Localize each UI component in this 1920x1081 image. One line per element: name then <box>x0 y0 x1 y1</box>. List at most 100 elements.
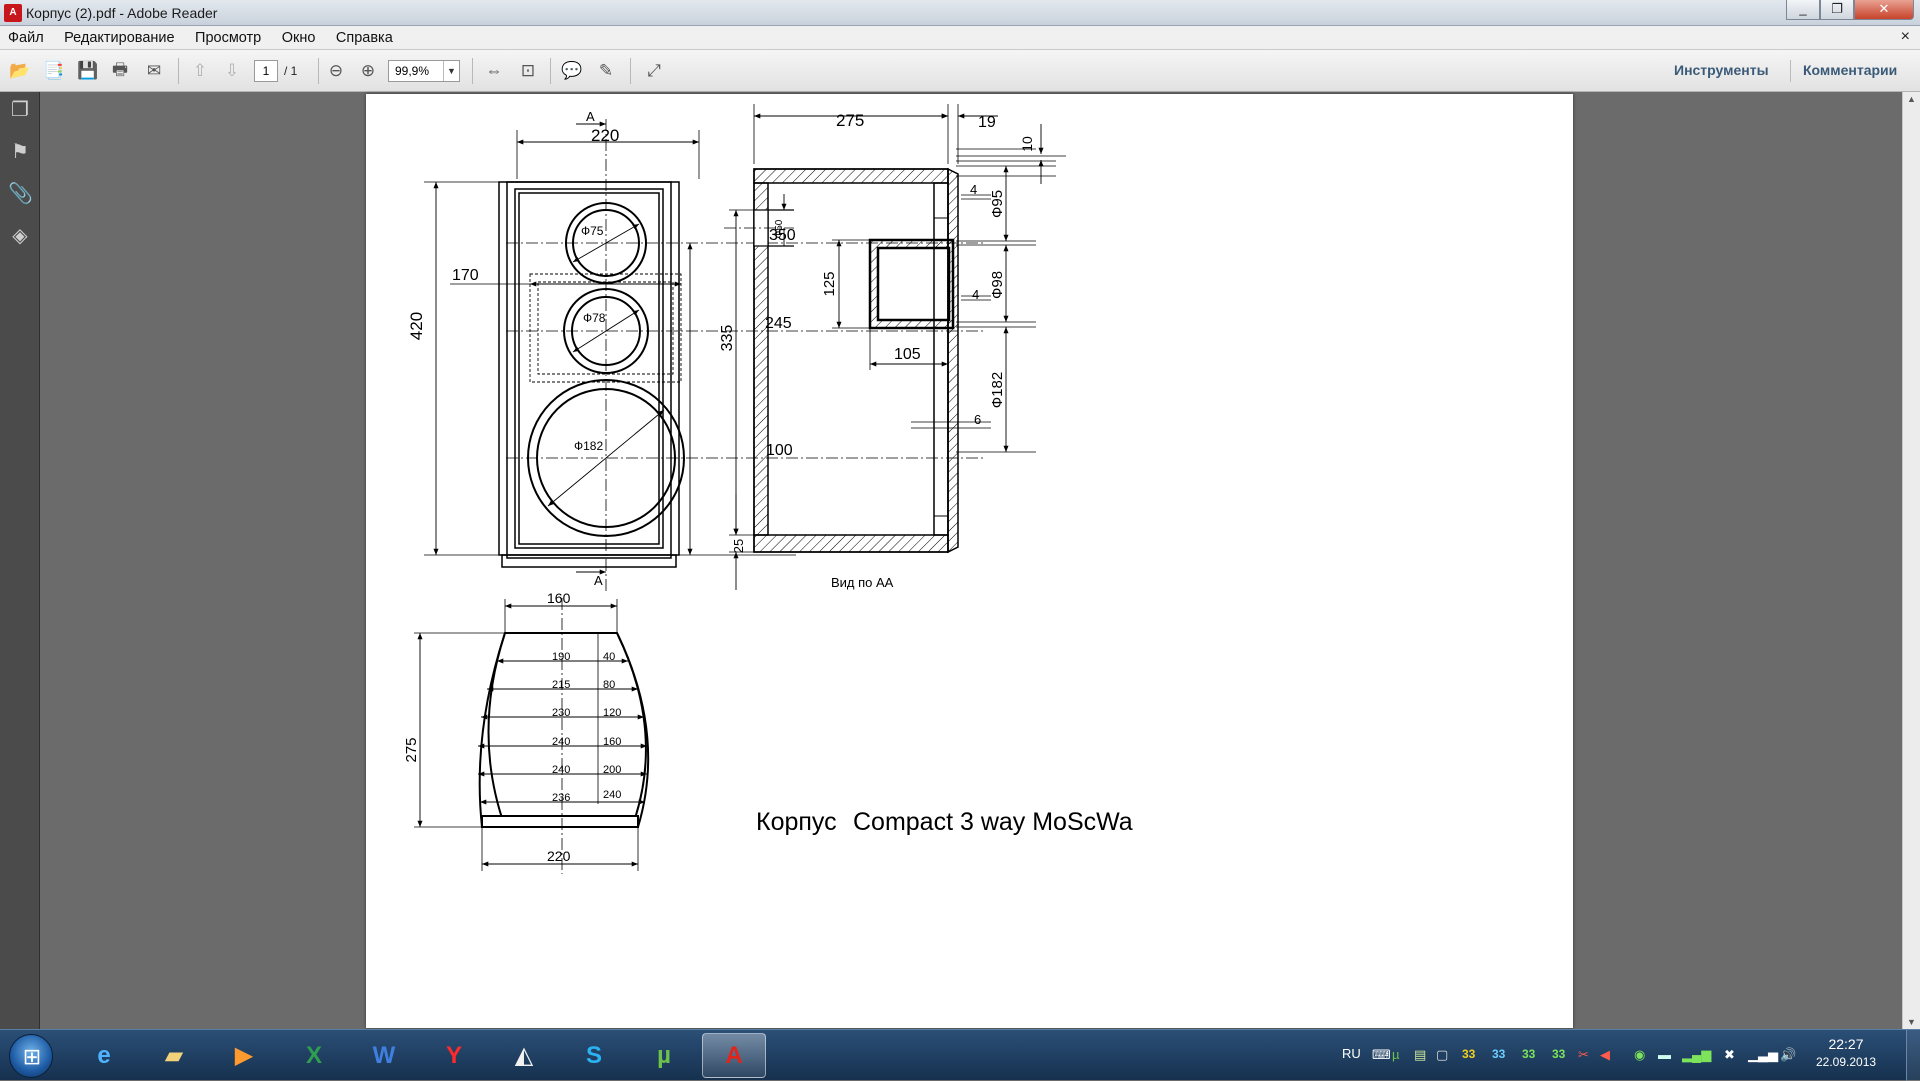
pdf-page: A 220 420 170 Ф75 Ф78 Ф182 350 245 100 A <box>366 94 1573 1028</box>
navigation-panel: ❐ ⚑ 📎 ◈ <box>0 92 40 1029</box>
front-thickness-label: 19 <box>978 114 996 131</box>
taskbar: ⊞ e ▰ ▶ X W Y ◭ S µ A RU ⌨ µ ▤ ▢ 33 33 3… <box>0 1029 1920 1081</box>
adobe-reader-icon: A <box>4 4 22 22</box>
row-width-2: 215 <box>552 679 570 691</box>
chevron-down-icon[interactable]: ▼ <box>443 61 459 81</box>
mid-diameter-label: Ф78 <box>583 311 606 325</box>
comment-icon[interactable]: 💬 <box>561 61 583 80</box>
menu-edit[interactable]: Редактирование <box>64 30 175 46</box>
top-back-width-label: 220 <box>547 848 571 864</box>
windows-logo-icon: ⊞ <box>22 1044 42 1069</box>
close-button[interactable]: ✕ <box>1854 0 1914 20</box>
d95-label: Ф95 <box>989 190 1006 218</box>
tray-app-icon[interactable]: ▢ <box>1436 1047 1449 1062</box>
network-bars-icon[interactable]: ▁▃▅ <box>1748 1047 1778 1062</box>
full-screen-icon[interactable]: ⤢ <box>647 61 661 80</box>
skype-icon[interactable]: S <box>585 1041 602 1069</box>
woofer-height-label: 100 <box>766 442 793 459</box>
word-icon[interactable]: W <box>372 1041 396 1069</box>
tools-link[interactable]: Инструменты <box>1674 62 1769 78</box>
keyboard-icon[interactable]: ⌨ <box>1372 1047 1391 1062</box>
save-icon[interactable]: 💾 <box>77 61 99 80</box>
row-pos-4: 160 <box>603 736 621 748</box>
app-mask-icon[interactable]: ◭ <box>514 1042 534 1069</box>
row-pos-2: 80 <box>603 679 615 691</box>
front-height-label: 420 <box>407 312 426 340</box>
clock-time: 22:27 <box>1828 1036 1864 1052</box>
zoom-select[interactable]: 99,9%▼ <box>388 60 460 82</box>
tray-counter-1: 33 <box>1462 1047 1476 1061</box>
scroll-up-icon[interactable]: ▲ <box>1907 94 1916 104</box>
start-button[interactable]: ⊞ <box>9 1034 53 1078</box>
title-bar: A Корпус (2).pdf - Adobe Reader _ ❐ ✕ <box>0 0 1920 26</box>
fit-width-icon[interactable]: ⇔ <box>485 61 503 80</box>
row-width-5: 240 <box>552 764 570 776</box>
minimize-button[interactable]: _ <box>1786 0 1820 20</box>
top-offset-label: 10 <box>1019 136 1035 152</box>
window-title: Корпус (2).pdf - Adobe Reader <box>26 5 218 21</box>
document-close-icon[interactable]: × <box>1900 28 1910 45</box>
top-depth-label: 275 <box>403 737 420 762</box>
next-page-icon[interactable]: ⇩ <box>224 61 240 80</box>
menu-help[interactable]: Справка <box>335 30 393 46</box>
email-icon[interactable]: ✉ <box>146 61 162 80</box>
port-diameter-label: Ф50 <box>774 219 785 238</box>
show-desktop-button[interactable] <box>1906 1030 1920 1081</box>
language-indicator[interactable]: RU <box>1342 1046 1361 1061</box>
utorrent-icon[interactable]: µ <box>657 1041 671 1069</box>
excel-icon[interactable]: X <box>305 1041 322 1069</box>
frame-width-label: 170 <box>452 267 479 284</box>
clock-date: 22.09.2013 <box>1816 1055 1877 1069</box>
yandex-browser-icon[interactable]: Y <box>445 1041 462 1069</box>
print-icon[interactable]: 🖶 <box>111 59 129 79</box>
vertical-scrollbar[interactable]: ▲ ▼ <box>1902 92 1920 1029</box>
side-height-label: 335 <box>719 325 736 352</box>
page-number-input[interactable]: 1 <box>254 60 278 82</box>
recess-4-top-label: 4 <box>970 182 977 197</box>
drawing-title: Корпус <box>756 808 837 836</box>
tray-counter-4: 33 <box>1552 1047 1566 1061</box>
recess-6-label: 6 <box>974 412 981 427</box>
row-width-1: 190 <box>552 651 570 663</box>
comments-link[interactable]: Комментарии <box>1803 62 1898 78</box>
woofer-diameter-label: Ф182 <box>574 439 603 453</box>
volume-icon[interactable]: 🔊 <box>1780 1047 1797 1062</box>
nvidia-icon[interactable]: ◉ <box>1634 1047 1646 1062</box>
clock[interactable]: 22:27 22.09.2013 <box>1816 1036 1876 1069</box>
tray-tools-icon[interactable]: ✂ <box>1578 1047 1589 1062</box>
row-pos-3: 120 <box>603 707 621 719</box>
bookmarks-icon[interactable]: ⚑ <box>11 141 29 163</box>
network-error-icon[interactable]: ✖ <box>1724 1047 1735 1062</box>
utorrent-tray-icon[interactable]: µ <box>1392 1047 1400 1062</box>
convert-pdf-icon[interactable]: 📑 <box>43 61 65 80</box>
zoom-in-icon[interactable]: ⊕ <box>360 61 376 80</box>
tweeter-diameter-label: Ф75 <box>581 224 604 238</box>
section-mark-bottom: A <box>594 573 603 588</box>
pages-icon[interactable]: ❐ <box>11 99 29 121</box>
zoom-out-icon[interactable]: ⊖ <box>328 61 344 80</box>
chamber-width-label: 105 <box>894 346 921 363</box>
side-section-view: 275 19 10 Ф50 4 Ф95 125 105 4 Ф98 335 6 … <box>719 104 1066 590</box>
media-player-icon[interactable]: ▶ <box>234 1042 254 1069</box>
recess-4-mid-label: 4 <box>972 287 979 302</box>
create-pdf-icon[interactable]: 📂 <box>9 61 31 80</box>
adobe-reader-task-icon[interactable]: A <box>702 1033 766 1078</box>
notes-tray-icon[interactable]: ▤ <box>1414 1047 1427 1062</box>
menu-view[interactable]: Просмотр <box>195 30 262 46</box>
tray-alert-icon[interactable]: ◀ <box>1600 1047 1610 1062</box>
layers-icon[interactable]: ◈ <box>12 225 28 247</box>
base-label: 25 <box>731 539 746 553</box>
maximize-button[interactable]: ❐ <box>1820 0 1854 20</box>
fit-page-icon[interactable]: ⊡ <box>520 61 536 80</box>
toolbar: 📂 📑 💾 🖶 ✉ ⇧ ⇩ 1 / 1 ⊖ ⊕ 99,9%▼ ⇔ ⊡ 💬 ✎ ⤢… <box>0 50 1920 92</box>
scroll-down-icon[interactable]: ▼ <box>1907 1017 1916 1027</box>
highlight-icon[interactable]: ✎ <box>598 61 614 80</box>
menu-window[interactable]: Окно <box>281 30 316 46</box>
internet-explorer-icon[interactable]: e <box>97 1041 111 1069</box>
signal-icon[interactable]: ▂▄▆ <box>1682 1047 1712 1062</box>
menu-file[interactable]: Файл <box>8 30 44 46</box>
hardware-icon[interactable]: ▬ <box>1658 1047 1671 1062</box>
folder-icon[interactable]: ▰ <box>164 1042 184 1069</box>
attachments-icon[interactable]: 📎 <box>8 183 33 205</box>
previous-page-icon[interactable]: ⇧ <box>192 61 208 80</box>
